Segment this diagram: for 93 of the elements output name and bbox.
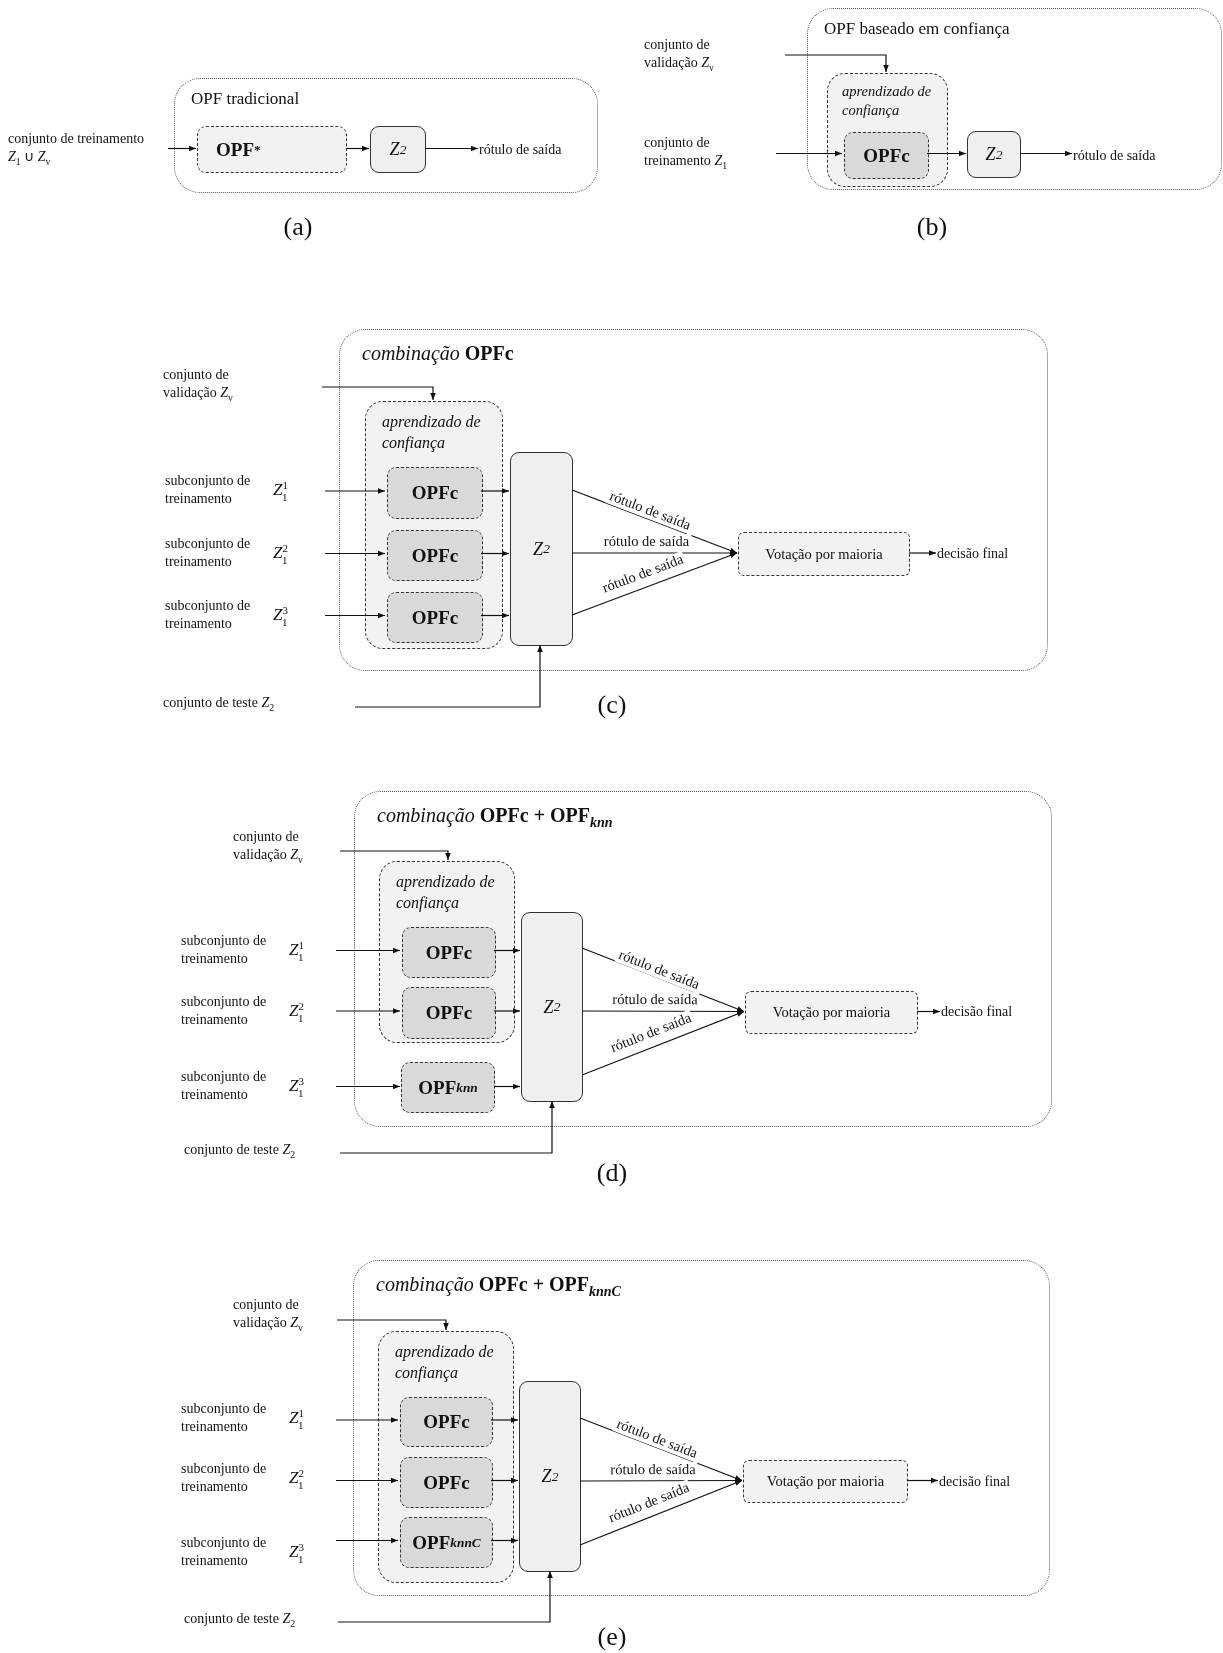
input-label: subconjunto de treinamento [181,1399,268,1436]
stage-box [365,401,503,649]
text-label: decisão final [941,1001,1041,1025]
stage-title: aprendizado de confiança [396,872,496,914]
panel-title: combinação OPFc [362,342,514,365]
arrow [493,1008,521,1014]
stage-title: aprendizado de confiança [395,1342,495,1384]
stage-title: aprendizado de confiança [382,412,482,454]
classifier-box: OPFc [402,987,496,1039]
arrow [493,947,521,954]
arrow [490,1537,519,1544]
arrow [775,150,843,157]
process-box: Votação por maioria [745,991,918,1034]
panel-caption: (e) [597,1624,627,1650]
arrow [424,145,479,152]
arrow [335,1417,399,1423]
classifier-box: OPFc [844,132,929,179]
panel-title: OPF tradicional [191,89,300,109]
process-box: Votação por maioria [743,1460,908,1503]
edge-label: rótulo de saída [608,1461,698,1478]
classifier-box: OPFc [400,1457,493,1508]
arrow [167,145,197,152]
panel-caption: (b) [916,214,948,240]
arrow [490,1417,519,1423]
arrow [490,1477,519,1484]
arrow [339,1100,555,1154]
panel-title: OPF baseado em confiança [824,19,1010,39]
arrow [335,1083,401,1090]
arrow [339,850,451,861]
arrow [581,1010,745,1076]
text-label: decisão final [937,543,1037,567]
arrow [493,1083,521,1090]
text-label: conjunto de validação Z$_{v}$ [233,1294,337,1342]
arrow [354,644,543,708]
arrow [1019,150,1073,157]
arrow [784,54,889,73]
text-label: conjunto de teste Z$_{2}$ [163,692,355,722]
panel-caption: (c) [597,692,627,718]
input-label: subconjunto de treinamento [181,1067,268,1104]
arrow [336,1319,449,1331]
classifier-box: OPFc [387,592,483,643]
stage-box [379,861,515,1043]
text-label: rótulo de saída [479,139,589,161]
stage-box [827,73,948,187]
arrow [906,1477,939,1484]
process-box: Votação por maioria [738,532,910,576]
input-label: subconjunto de treinamento [165,596,252,633]
panel-title: combinação OPFc + OPF$_{knn}$ [377,804,613,831]
panel-caption: (a) [283,214,313,240]
classifier-box: OPFc [400,1397,493,1447]
text-label: conjunto de teste Z$_{2}$ [184,1139,340,1167]
arrow [480,550,510,557]
arrow [345,145,370,152]
arrow [926,150,967,157]
arrow [335,947,401,954]
classifier-box: OPFc [387,530,483,581]
text-label: conjunto de validação Z$_{v}$ [163,364,322,412]
arrow [335,1477,399,1484]
arrow [581,1008,745,1015]
stage-title: aprendizado de confiança [842,82,933,120]
text-label: conjunto de teste Z$_{2}$ [184,1608,338,1636]
text-label: conjunto de treinamento Z$_{1}$ [644,132,776,174]
arrow [571,550,738,556]
arrow [324,550,386,557]
arrow [579,1479,743,1546]
text-label: conjunto de treinamento Z$_{1}$ ∪ Z$_{v}$ [8,128,168,178]
text-label: conjunto de validação Z$_{v}$ [644,34,785,82]
text-label: decisão final [939,1471,1039,1495]
input-label: subconjunto de treinamento [181,931,268,968]
arrow [335,1008,401,1014]
input-label: subconjunto de treinamento [181,992,268,1029]
arrow [335,1537,399,1544]
classifier-box: OPFc [387,467,483,519]
input-label: subconjunto de treinamento [181,1533,268,1570]
input-label: subconjunto de treinamento [165,471,252,508]
arrow [321,386,436,401]
arrow [324,488,386,494]
input-label: subconjunto de treinamento [165,534,252,571]
arrow [908,550,937,556]
arrow [916,1008,941,1015]
arrow [480,488,510,494]
panel-caption: (d) [596,1160,628,1186]
panel-title: combinação OPFc + OPF$_{knnC}$ [376,1273,621,1300]
arrow [337,1570,553,1623]
text-label: conjunto de validação Z$_{v}$ [233,826,340,874]
input-label: subconjunto de treinamento [181,1459,268,1496]
text-label: rótulo de saída [1073,145,1183,167]
classifier-box: OPFc [402,927,496,978]
stage-box [378,1331,514,1583]
arrow [324,612,386,619]
arrow [571,489,738,554]
arrow [571,552,738,616]
arrow [480,612,510,619]
